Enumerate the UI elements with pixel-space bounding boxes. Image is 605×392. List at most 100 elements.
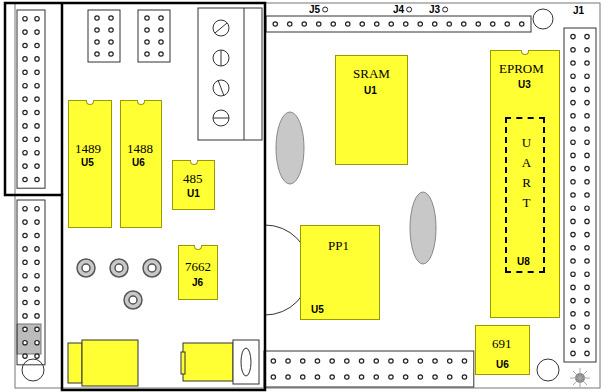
header-pin [23, 220, 27, 224]
header-pin [462, 359, 466, 363]
chip-notch [86, 100, 94, 105]
header-pin [23, 287, 27, 291]
connector-label: J3 [428, 4, 441, 15]
header-pin [585, 312, 589, 316]
header-pin [571, 232, 575, 236]
header-pin [330, 375, 334, 379]
header-pin [359, 375, 363, 379]
reference-designator: U3 [518, 79, 531, 90]
header-pin [571, 180, 575, 184]
ic-chip: EPROMU3UARTU8 [490, 50, 560, 318]
header-pin [23, 110, 27, 114]
header-pin [571, 338, 575, 342]
capacitor-oval [410, 192, 436, 264]
header-pin [95, 16, 99, 20]
header-pin [571, 140, 575, 144]
power-jack [68, 340, 138, 386]
header-pin [571, 272, 575, 276]
jumper-pin [407, 7, 412, 12]
header-pin [23, 233, 27, 237]
header-pins [17, 7, 596, 387]
header-pin [23, 274, 27, 278]
header-pin [585, 219, 589, 223]
header-pin [23, 137, 27, 141]
ic-chip: 7662J6 [178, 245, 218, 300]
header-pin [330, 359, 334, 363]
header-pin [585, 285, 589, 289]
reference-designator: J6 [192, 277, 203, 288]
jumper-pin [323, 7, 328, 12]
chip-notch [521, 50, 529, 55]
header-pin [447, 22, 451, 26]
connector-label: J1 [572, 5, 585, 16]
header-pin [35, 97, 39, 101]
header-pin [571, 206, 575, 210]
header-pin [571, 74, 575, 78]
header-outline [266, 16, 531, 32]
header-pin [95, 40, 99, 44]
header-pin [418, 375, 422, 379]
header-pin [109, 16, 113, 20]
interface-region-outline [5, 3, 265, 390]
header-pin [109, 28, 113, 32]
part-name: 485 [183, 171, 203, 187]
header-pin [571, 325, 575, 329]
header-pin [23, 70, 27, 74]
connector-label: J4 [392, 4, 405, 15]
header-pin [585, 127, 589, 131]
header-pin [159, 16, 163, 20]
header-pin [418, 22, 422, 26]
header-pin [389, 375, 393, 379]
header-pin [585, 100, 589, 104]
header-pin [571, 34, 575, 38]
header-pin [23, 97, 27, 101]
header-outline [564, 28, 596, 362]
header-pin [23, 17, 27, 21]
header-pin [35, 341, 39, 345]
ic-chip: 485U1 [172, 160, 215, 210]
header-pin [109, 52, 113, 56]
header-pin [585, 325, 589, 329]
part-name: EPROM [499, 61, 544, 77]
header-pin [23, 43, 27, 47]
header-pin [271, 375, 275, 379]
header-pin [374, 359, 378, 363]
part-name: UART [520, 133, 533, 214]
header-pin [315, 375, 319, 379]
header-pin [23, 164, 27, 168]
ic-chip: 691U6 [475, 325, 530, 375]
header-pin [35, 151, 39, 155]
header-pin [271, 359, 275, 363]
header-pin [145, 16, 149, 20]
header-pin [35, 233, 39, 237]
header-pin [585, 166, 589, 170]
header-pin [109, 40, 113, 44]
header-pin [359, 359, 363, 363]
led [570, 368, 590, 388]
chip-notch [194, 245, 202, 250]
header-pin [374, 375, 378, 379]
header-pin [35, 327, 39, 331]
header-pin [159, 52, 163, 56]
header-pin [360, 22, 364, 26]
header-pin [35, 110, 39, 114]
header-pin [585, 74, 589, 78]
header-pin [145, 28, 149, 32]
header-pin [585, 87, 589, 91]
header-pin [585, 48, 589, 52]
header-pin [35, 57, 39, 61]
board-outline [15, 3, 600, 388]
header-pin [404, 22, 408, 26]
header-outline [88, 10, 120, 62]
header-pin [302, 22, 306, 26]
header-pin [571, 193, 575, 197]
header-pin [301, 375, 305, 379]
header-pin [476, 22, 480, 26]
connector-label: J5 [308, 4, 321, 15]
header-pin [403, 359, 407, 363]
header-pin [317, 22, 321, 26]
reference-designator: U1 [364, 85, 377, 96]
region-divider [61, 3, 64, 195]
header-pin [571, 246, 575, 250]
header-pin [345, 359, 349, 363]
